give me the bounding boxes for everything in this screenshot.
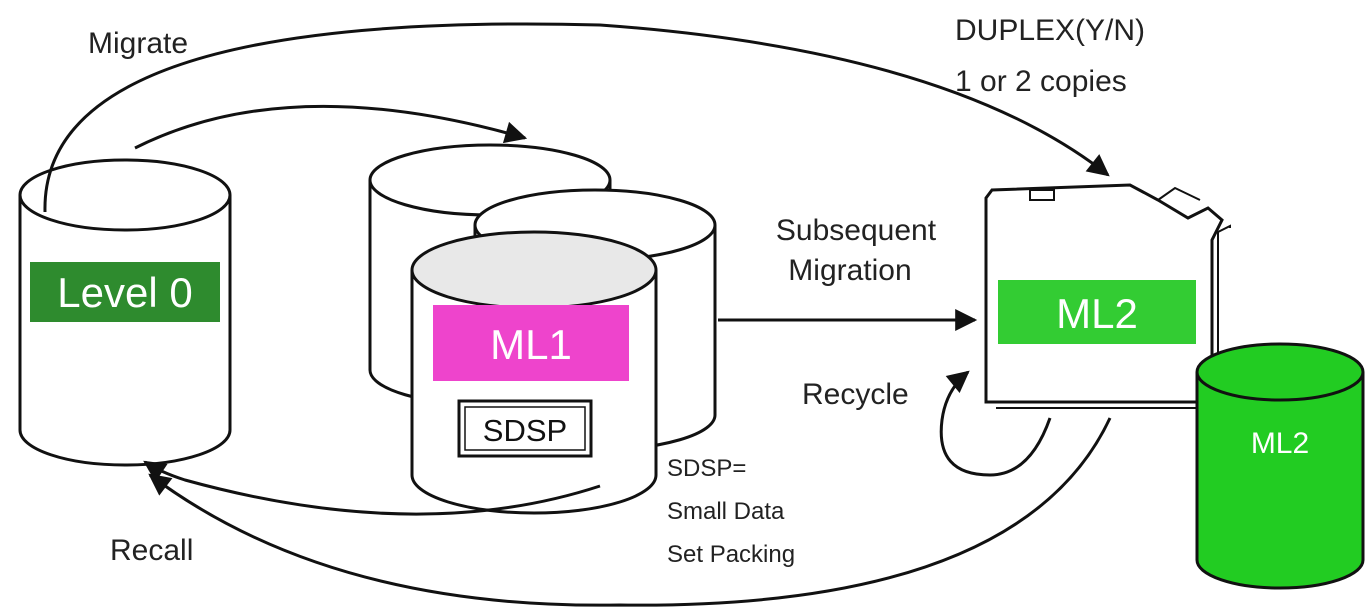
- sdsp-note-line2: Small Data: [667, 498, 785, 525]
- level0-cylinder: Level 0: [18, 158, 232, 467]
- ml2-tape-badge: [998, 280, 1196, 344]
- recall-ml1-arrow: [143, 460, 601, 516]
- ml2-disk-cylinder: ML2: [1195, 342, 1365, 590]
- level0-badge: [30, 262, 220, 322]
- migration-label: Migration: [788, 254, 911, 287]
- recall-label: Recall: [110, 534, 193, 567]
- duplex-label: DUPLEX(Y/N): [955, 14, 1145, 47]
- sdsp-label: SDSP: [483, 413, 567, 448]
- level0-label: Level 0: [57, 269, 192, 316]
- recycle-arrow: [939, 370, 1052, 477]
- migrate-label: Migrate: [88, 27, 188, 60]
- recycle-label: Recycle: [802, 378, 909, 411]
- sdsp-note-line3: Set Packing: [667, 541, 795, 568]
- migrate-arrow: [134, 104, 528, 150]
- ml1-badge: [433, 305, 629, 381]
- copies-label: 1 or 2 copies: [955, 65, 1127, 98]
- recall-ml2-arrow: [148, 417, 1112, 607]
- ml2-disk-label: ML2: [1251, 427, 1309, 460]
- sdsp-box: [457, 399, 593, 458]
- sdsp-note-line1: SDSP=: [667, 455, 746, 482]
- direct-migrate-arrow: [43, 22, 1110, 213]
- subsequent-label: Subsequent: [776, 214, 937, 247]
- ml2-tape-cartridge: ML2: [984, 183, 1231, 409]
- ml1-front-cylinder: ML1 SDSP: [410, 230, 658, 515]
- ml1-label: ML1: [490, 321, 572, 368]
- ml2-tape-label: ML2: [1056, 290, 1138, 337]
